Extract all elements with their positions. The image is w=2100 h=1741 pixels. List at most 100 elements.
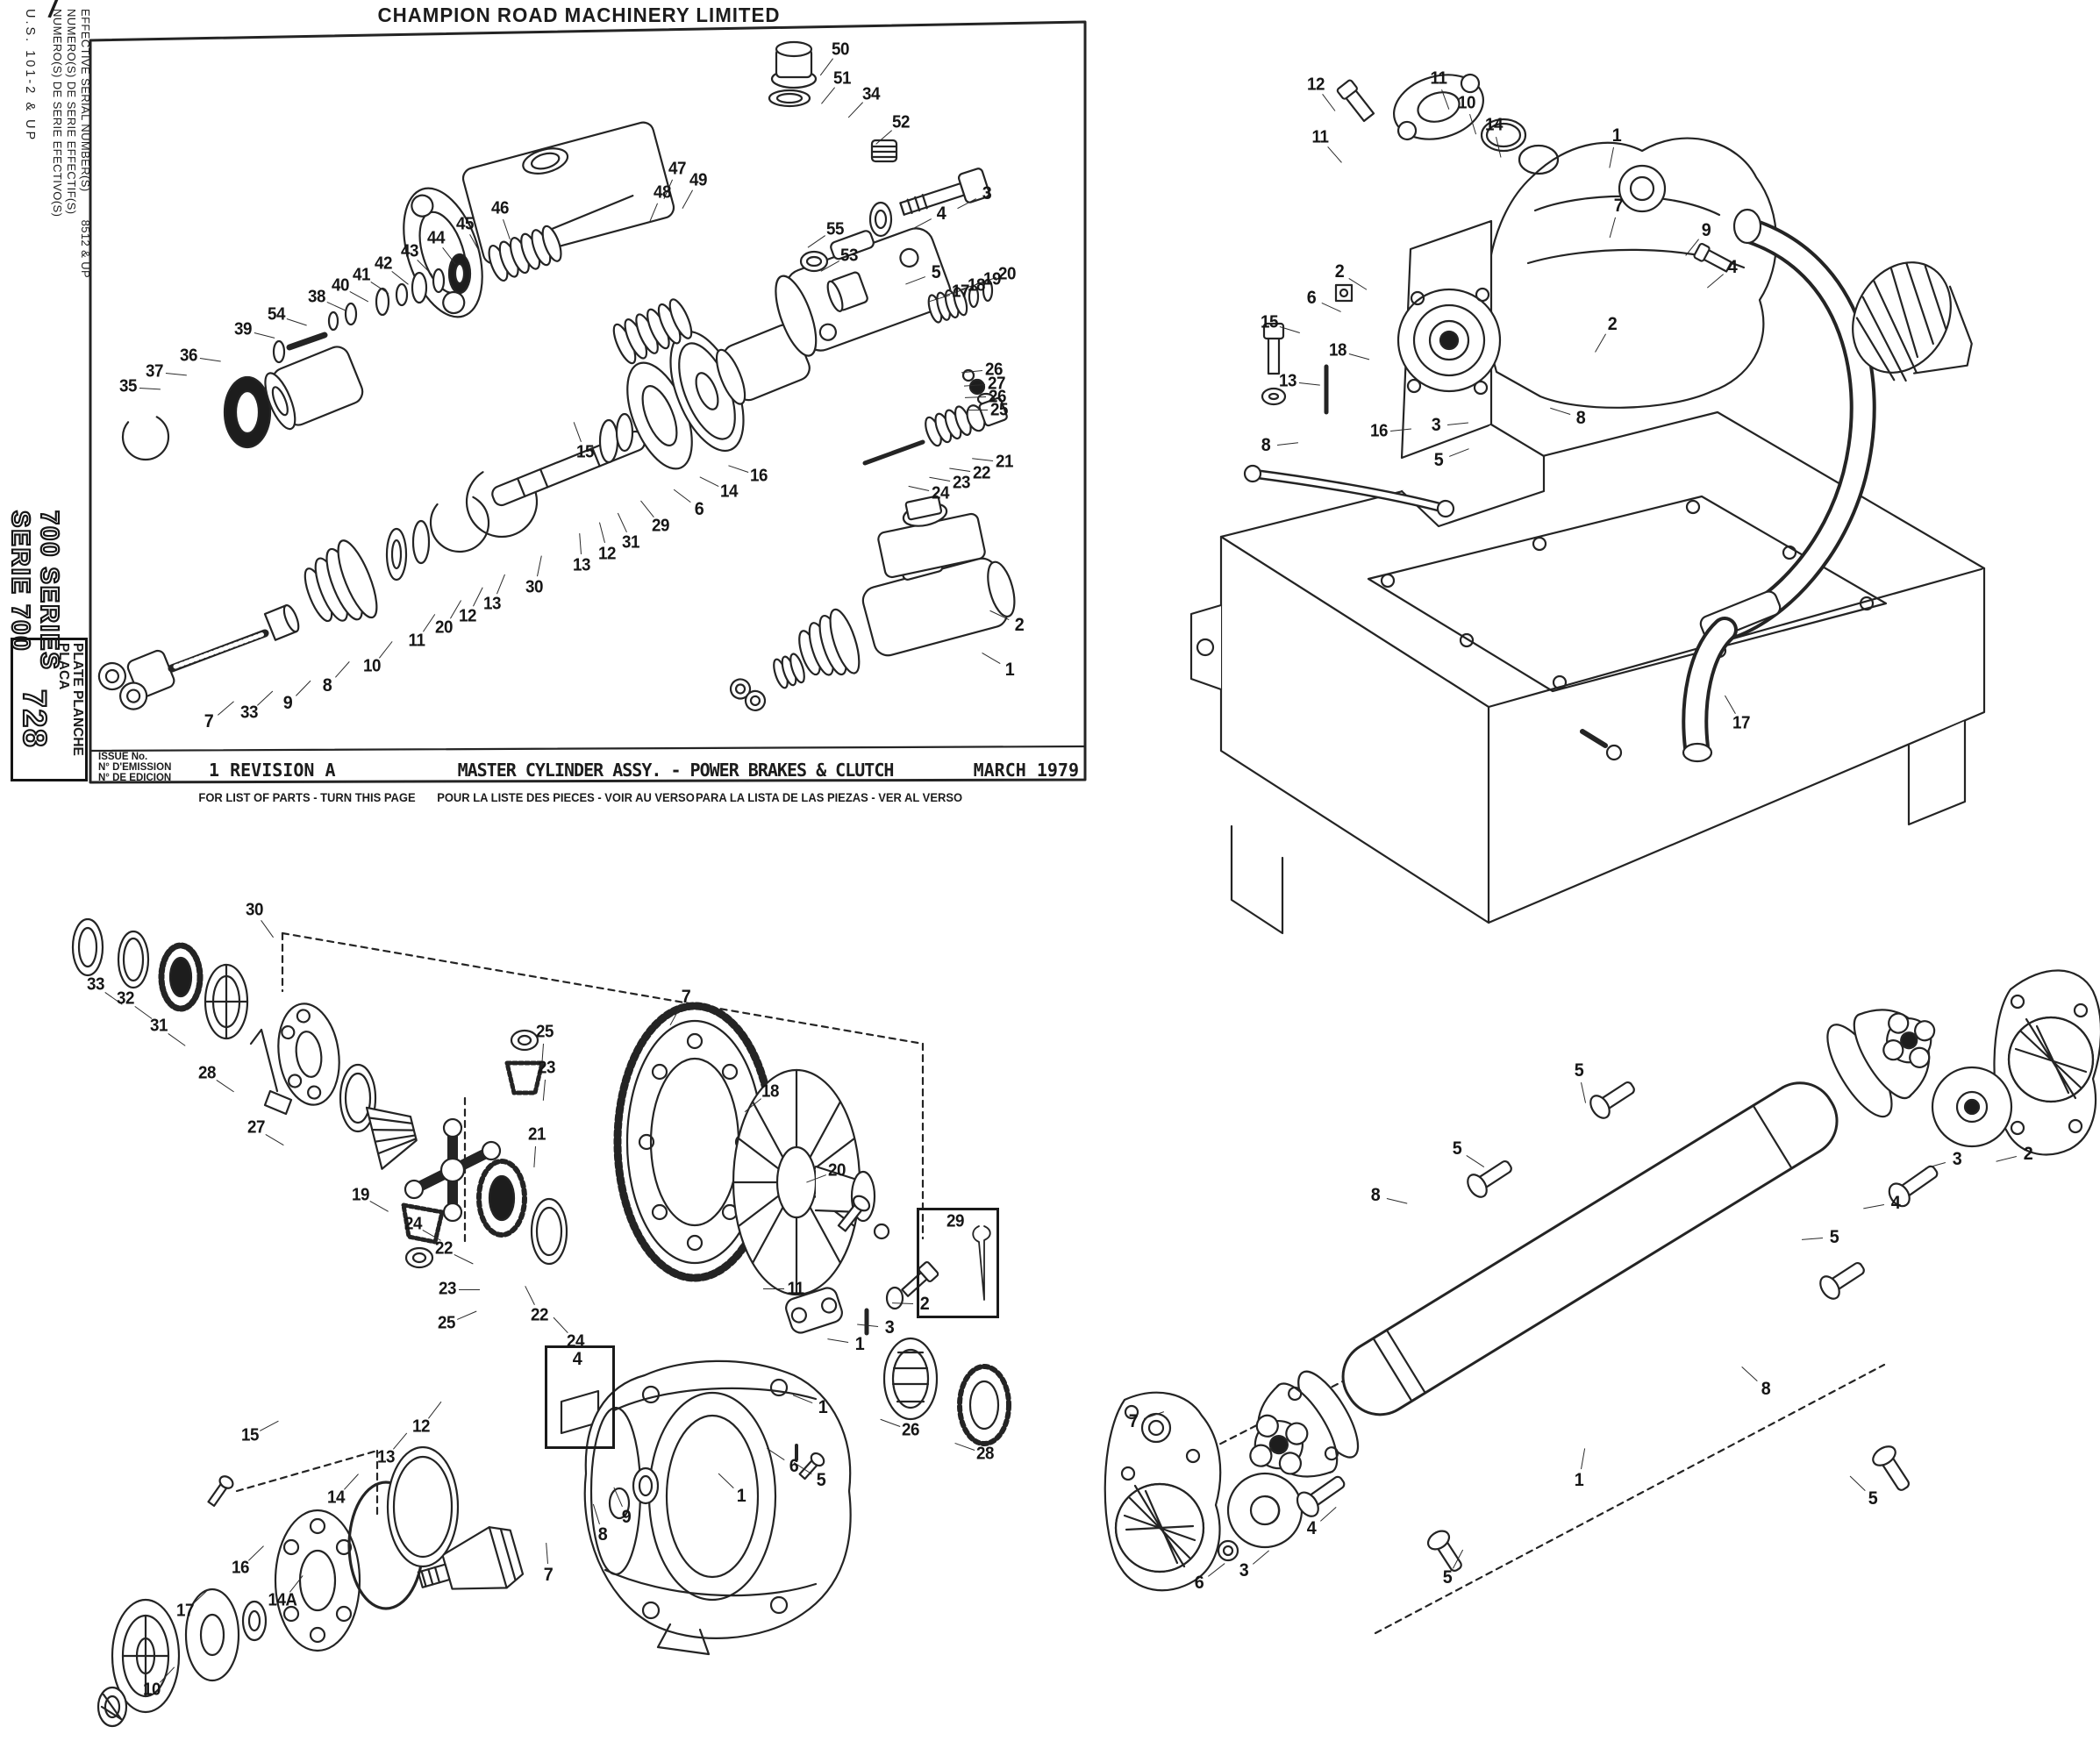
master_cylinder-part-callout-53: 53 xyxy=(840,246,858,266)
leader-line xyxy=(892,1302,914,1304)
master_cylinder-part-callout-19: 19 xyxy=(983,269,1001,289)
master_cylinder-part-callout-20: 20 xyxy=(998,264,1016,284)
differential-part-callout-2: 2 xyxy=(919,1294,930,1314)
pump_tank-part-callout-11: 11 xyxy=(1311,127,1329,147)
plate-word-fr: PLANCHE xyxy=(70,689,85,756)
master_cylinder-part-callout-47: 47 xyxy=(668,159,686,179)
pump_tank-part-callout-9: 9 xyxy=(1701,220,1711,240)
drive_shaft-part-callout-8: 8 xyxy=(1370,1185,1381,1205)
differential-part-callout-19: 19 xyxy=(352,1185,369,1205)
master_cylinder-part-callout-21: 21 xyxy=(996,452,1013,472)
differential-part-callout-30: 30 xyxy=(246,900,263,920)
differential-part-callout-20: 20 xyxy=(828,1160,846,1181)
pump_tank-part-callout-6: 6 xyxy=(1306,288,1317,308)
differential-part-callout-10: 10 xyxy=(143,1680,161,1700)
master_cylinder-part-callout-8: 8 xyxy=(322,675,332,696)
master_cylinder-part-callout-13: 13 xyxy=(573,555,590,575)
differential-drawing xyxy=(71,917,1011,1728)
pump_tank-part-callout-5: 5 xyxy=(1433,450,1444,470)
master_cylinder-part-callout-55: 55 xyxy=(826,219,844,239)
master_cylinder-part-callout-50: 50 xyxy=(832,39,849,60)
master_cylinder-part-callout-17: 17 xyxy=(952,282,969,302)
differential-part-callout-6: 6 xyxy=(789,1456,799,1476)
master_cylinder-part-callout-39: 39 xyxy=(234,319,252,339)
differential-part-callout-1: 1 xyxy=(818,1397,828,1417)
pump_tank-part-callout-16: 16 xyxy=(1370,421,1388,441)
differential-part-callout-15: 15 xyxy=(241,1425,259,1445)
master_cylinder-part-callout-42: 42 xyxy=(375,253,392,274)
differential-part-callout-28: 28 xyxy=(198,1063,216,1083)
pump_tank-part-callout-17: 17 xyxy=(1732,713,1750,733)
master_cylinder-part-callout-25: 25 xyxy=(990,400,1008,420)
drive_shaft-part-callout-4: 4 xyxy=(1890,1193,1901,1213)
master_cylinder-part-callout-12: 12 xyxy=(598,544,616,564)
master_cylinder-part-callout-35: 35 xyxy=(119,376,137,396)
master_cylinder-part-callout-27: 27 xyxy=(988,374,1005,394)
master_cylinder-part-callout-26: 26 xyxy=(989,387,1006,407)
master_cylinder-part-callout-22: 22 xyxy=(973,463,990,483)
differential-part-callout-25: 25 xyxy=(536,1022,554,1042)
master_cylinder-part-callout-6: 6 xyxy=(694,499,704,519)
master_cylinder-part-callout-10: 10 xyxy=(363,656,381,676)
differential-part-callout-23: 23 xyxy=(538,1058,555,1078)
company-title: CHAMPION ROAD MACHINERY LIMITED xyxy=(377,4,781,26)
differential-part-callout-29: 29 xyxy=(946,1211,964,1231)
drive_shaft-part-callout-4: 4 xyxy=(1306,1518,1317,1538)
differential-part-callout-14A: 14A xyxy=(268,1590,297,1610)
drive_shaft-part-callout-7: 7 xyxy=(1128,1411,1139,1431)
master_cylinder-part-callout-14: 14 xyxy=(720,482,738,502)
differential-part-callout-12: 12 xyxy=(412,1416,430,1437)
plate-word-en: PLATE xyxy=(70,643,85,687)
drive_shaft-part-callout-2: 2 xyxy=(2023,1144,2033,1164)
differential-part-callout-14: 14 xyxy=(327,1488,345,1508)
master_cylinder-part-callout-31: 31 xyxy=(622,532,639,553)
master_cylinder-part-callout-38: 38 xyxy=(308,287,325,307)
master_cylinder-part-callout-36: 36 xyxy=(180,346,197,366)
differential-part-callout-9: 9 xyxy=(621,1507,632,1527)
drive_shaft-part-callout-5: 5 xyxy=(1574,1060,1584,1081)
differential-part-callout-24: 24 xyxy=(567,1331,584,1352)
master_cylinder-part-callout-7: 7 xyxy=(204,711,214,731)
differential-part-callout-17: 17 xyxy=(176,1601,194,1621)
drive_shaft-part-callout-6: 6 xyxy=(1194,1573,1204,1593)
issue-label-es: N° DE EDICION xyxy=(98,772,172,783)
pump_tank-part-callout-13: 13 xyxy=(1279,371,1296,391)
master_cylinder-part-callout-41: 41 xyxy=(353,265,370,285)
master_cylinder-part-callout-20: 20 xyxy=(435,617,453,638)
differential-part-callout-7: 7 xyxy=(681,987,691,1007)
differential-part-callout-22: 22 xyxy=(435,1238,453,1259)
master_cylinder-part-callout-33: 33 xyxy=(240,703,258,723)
drive_shaft-part-callout-3: 3 xyxy=(1952,1149,1962,1169)
serial-line-fr: NUMERO(S) DE SERIE EFFECTIF(S) xyxy=(65,9,78,215)
differential-part-callout-3: 3 xyxy=(884,1317,895,1338)
master_cylinder-part-callout-3: 3 xyxy=(982,183,992,203)
drive_shaft-part-callout-5: 5 xyxy=(1452,1138,1462,1159)
differential-part-callout-22: 22 xyxy=(531,1305,548,1325)
parts-note-fr: POUR LA LISTE DES PIECES - VOIR AU VERSO xyxy=(437,791,695,804)
differential-part-callout-16: 16 xyxy=(232,1558,249,1578)
master_cylinder-part-callout-44: 44 xyxy=(427,228,445,248)
leader-line xyxy=(459,1289,480,1290)
differential-part-callout-26: 26 xyxy=(902,1420,919,1440)
differential-part-callout-4: 4 xyxy=(572,1349,582,1369)
pump_tank-part-callout-2: 2 xyxy=(1607,314,1618,334)
differential-part-callout-1: 1 xyxy=(736,1486,746,1506)
drive_shaft-part-callout-3: 3 xyxy=(1239,1560,1249,1580)
serial-line-es: NUMERO(S) DE SERIE EFECTIVO(S) xyxy=(51,9,64,218)
pump-tank-drawing xyxy=(1189,73,1986,935)
master_cylinder-part-callout-52: 52 xyxy=(892,112,910,132)
effective-serials-text: EFFECTIVE SERIAL NUMBER(S) 8512 & UP NUM… xyxy=(50,9,92,535)
pump_tank-part-callout-1: 1 xyxy=(1611,125,1622,146)
plate-date: MARCH 1979 xyxy=(973,760,1079,781)
master_cylinder-part-callout-34: 34 xyxy=(862,84,880,104)
parts-note-es: PARA LA LISTA DE LAS PIEZAS - VER AL VER… xyxy=(695,791,963,804)
master_cylinder-part-callout-26: 26 xyxy=(985,360,1003,380)
master_cylinder-part-callout-48: 48 xyxy=(654,182,671,203)
master_cylinder-part-callout-11: 11 xyxy=(408,631,425,651)
master_cylinder-part-callout-46: 46 xyxy=(491,198,509,218)
pump_tank-part-callout-3: 3 xyxy=(1431,415,1441,435)
master_cylinder-part-callout-45: 45 xyxy=(456,214,474,234)
master_cylinder-part-callout-23: 23 xyxy=(953,473,970,493)
differential-part-callout-8: 8 xyxy=(597,1524,608,1545)
differential-part-callout-31: 31 xyxy=(150,1016,168,1036)
